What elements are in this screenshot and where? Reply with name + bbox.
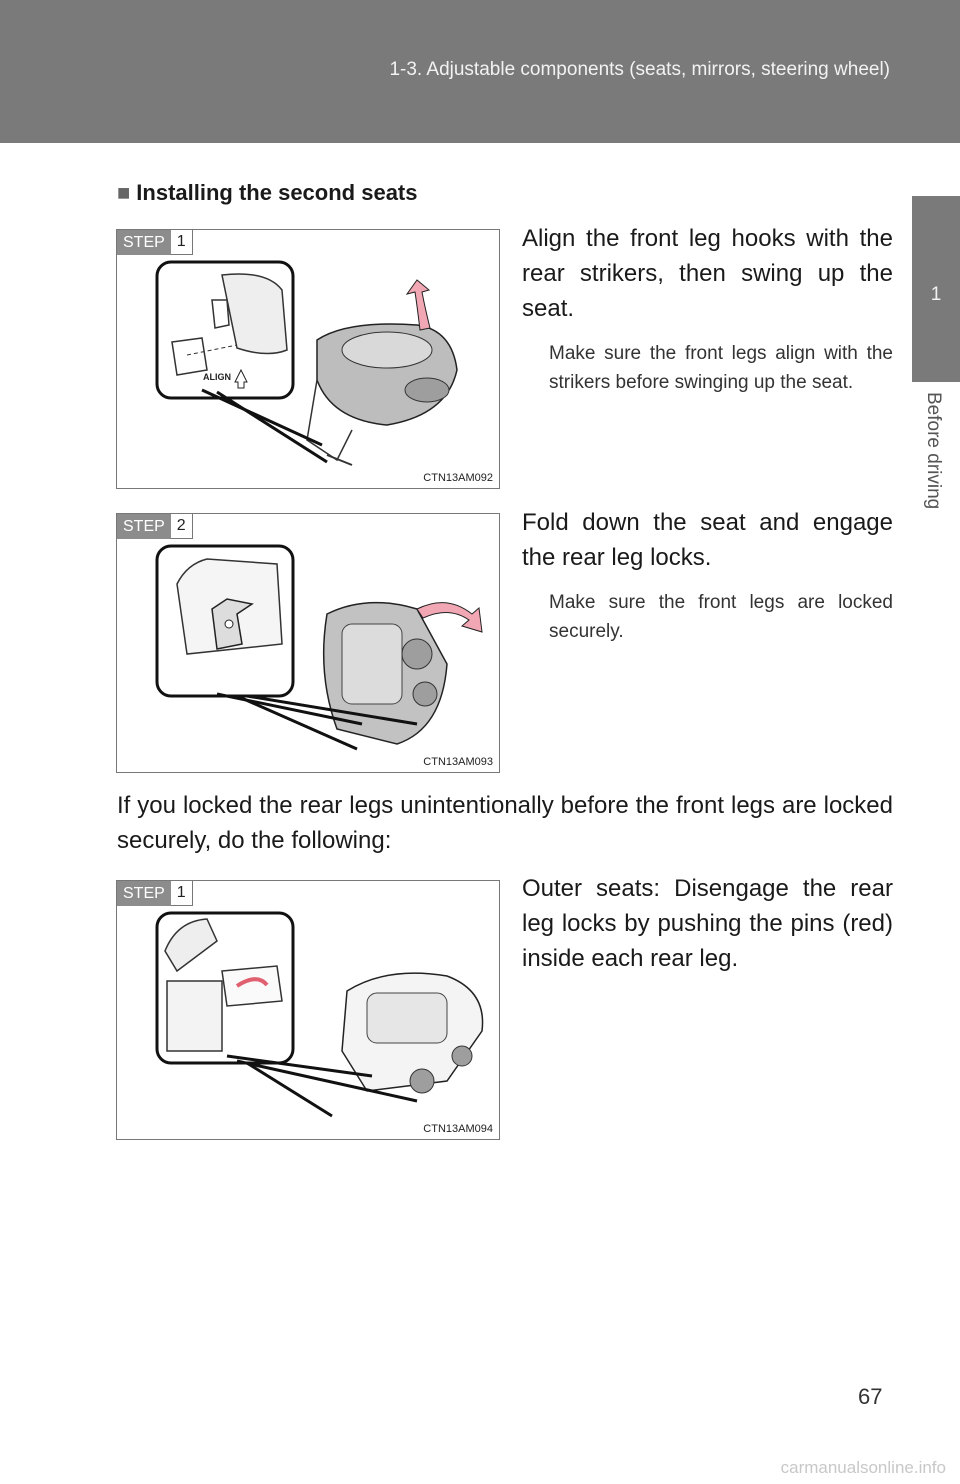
seat-align-illustration: ALIGN — [155, 260, 458, 466]
chapter-label: Before driving — [923, 392, 944, 510]
page-number: 67 — [858, 1384, 883, 1409]
header-title: 1-3. Adjustable components (seats, mirro… — [389, 59, 890, 80]
step-number: 1 — [170, 230, 193, 255]
recovery-instruction: Outer seats: Disengage the rear leg lock… — [522, 875, 893, 972]
seat-fold-illustration — [155, 544, 483, 751]
figure-code: CTN13AM094 — [423, 1123, 493, 1135]
figure-code: CTN13AM092 — [423, 472, 493, 484]
step-badge: STEP 1 — [117, 881, 193, 906]
figure-step2: STEP 2 CTN13AM093 — [116, 513, 500, 773]
step1-instruction: Align the front leg hooks with the rear … — [522, 225, 893, 322]
section-title-text: Installing the second seats — [136, 180, 418, 205]
step-badge: STEP 2 — [117, 514, 193, 539]
section-bullet: ■ — [117, 180, 131, 205]
step2-instruction: Fold down the seat and engage the rear l… — [522, 509, 893, 571]
figure-recovery-step1: STEP 1 CTN13AM094 — [116, 880, 500, 1140]
figure-step1: ALIGN STEP 1 CTN13AM092 — [116, 229, 500, 489]
step-word: STEP — [117, 230, 171, 255]
page-header: 1-3. Adjustable components (seats, mirro… — [0, 0, 960, 143]
chapter-tab — [912, 196, 960, 382]
step-word: STEP — [117, 514, 171, 539]
chapter-number: 1 — [930, 284, 942, 305]
align-callout: ALIGN — [203, 372, 231, 382]
figure-code: CTN13AM093 — [423, 756, 493, 768]
step-word: STEP — [117, 881, 171, 906]
intro-paragraph: If you locked the rear legs unintentiona… — [117, 792, 893, 854]
section-title: ■Installing the second seats — [117, 180, 417, 206]
step-number: 2 — [170, 514, 193, 539]
watermark: carmanualsonline.info — [780, 1458, 946, 1477]
step1-note: Make sure the front legs align with the … — [549, 343, 893, 393]
seat-unlock-illustration — [155, 911, 484, 1118]
step2-note: Make sure the front legs are locked secu… — [549, 592, 893, 642]
step-badge: STEP 1 — [117, 230, 193, 255]
step-number: 1 — [170, 881, 193, 906]
